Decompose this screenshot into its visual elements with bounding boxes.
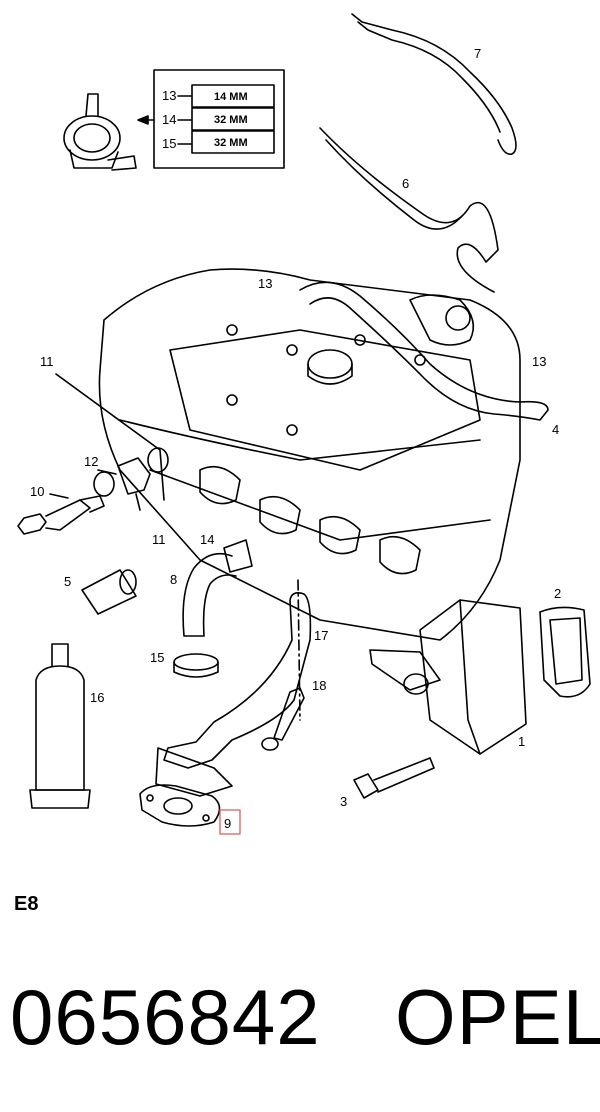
callout-13a: 13 (258, 276, 272, 291)
hose-clamp-drawing (63, 93, 137, 171)
size-table-frame (153, 69, 285, 169)
table-ref-13: 13 (162, 88, 176, 103)
cylinder-head-drawing (98, 268, 521, 641)
callout-11a: 11 (40, 354, 54, 369)
callout-1: 1 (518, 734, 525, 749)
sensor-10-drawing (17, 495, 105, 535)
callout-11b: 11 (152, 532, 166, 547)
pipe-8 (182, 552, 237, 637)
callout-3: 3 (340, 794, 347, 809)
sealant-tube-16 (29, 643, 91, 809)
highlight-box (219, 809, 241, 835)
exploded-parts-diagram: 7 6 13 13 4 11 12 10 11 14 8 5 17 2 15 1… (17, 13, 591, 835)
table-value-13: 14 MM (214, 91, 248, 103)
callout-13b: 13 (532, 354, 546, 369)
callout-16: 16 (90, 690, 104, 705)
brand-name: OPEL (395, 973, 600, 1061)
callout-14: 14 (200, 532, 214, 547)
bolt-18 (273, 687, 305, 741)
oil-cooler-1 (369, 599, 527, 755)
callout-labels: 7 6 13 13 4 11 12 10 11 14 8 5 17 2 15 1… (30, 46, 561, 831)
table-value-15: 32 MM (214, 137, 248, 149)
callout-4: 4 (552, 422, 559, 437)
hose-7 (351, 13, 517, 156)
gasket-2 (539, 606, 591, 698)
callout-18: 18 (312, 678, 326, 693)
callout-6: 6 (402, 176, 409, 191)
callout-15: 15 (150, 650, 164, 665)
pipe-17 (163, 592, 312, 769)
callout-17: 17 (314, 628, 328, 643)
callout-7: 7 (474, 46, 481, 61)
callout-10: 10 (30, 484, 44, 499)
callout-9: 9 (224, 816, 231, 831)
callout-12: 12 (84, 454, 98, 469)
gasket-9 (139, 784, 221, 827)
callout-8: 8 (170, 572, 177, 587)
table-ref-15: 15 (162, 136, 176, 151)
size-table-rows (137, 84, 275, 154)
section-code: E8 (14, 893, 39, 915)
sleeve-5 (81, 569, 137, 615)
bolt-3 (353, 773, 379, 799)
table-ref-14: 14 (162, 112, 176, 127)
table-value-14: 32 MM (214, 114, 248, 126)
leader-11 (55, 373, 165, 501)
part-number: 0656842 (10, 973, 321, 1061)
callout-5: 5 (64, 574, 71, 589)
hose-6 (319, 127, 499, 293)
hose-4 (299, 281, 549, 421)
callout-2: 2 (554, 586, 561, 601)
